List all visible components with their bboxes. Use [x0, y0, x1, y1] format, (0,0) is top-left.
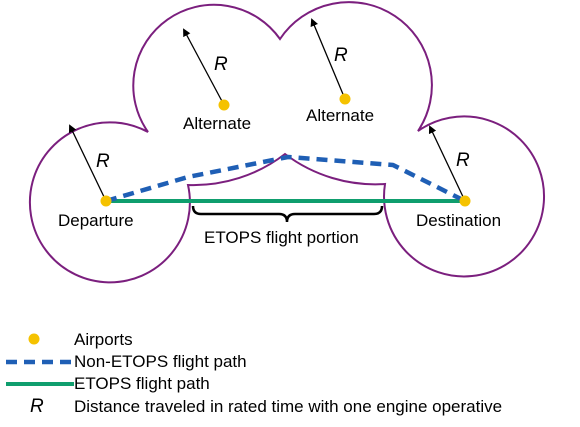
alternate-1-label: Alternate	[183, 114, 251, 133]
radius-label-alternate-2: R	[334, 45, 348, 66]
legend-non-etops-label: Non-ETOPS flight path	[74, 352, 247, 371]
non-etops-flight-path	[105, 154, 467, 204]
legend-airport-icon	[28, 333, 40, 345]
legend-airports-label: Airports	[74, 330, 133, 349]
destination-airport-dot	[459, 195, 471, 207]
radius-line-alternate-1	[183, 28, 225, 106]
destination-label: Destination	[416, 211, 501, 230]
legend: Airports Non-ETOPS flight path ETOPS fli…	[6, 330, 502, 417]
legend-radius-symbol: R	[30, 396, 44, 417]
legend-radius-label: Distance traveled in rated time with one…	[74, 397, 502, 416]
departure-airport-dot	[100, 195, 112, 207]
radius-line-departure	[68, 124, 107, 202]
radius-label-departure: R	[96, 151, 110, 172]
departure-label: Departure	[58, 211, 134, 230]
radius-line-destination	[428, 125, 466, 202]
range-boundary	[28, 1, 545, 284]
radius-label-alternate-1: R	[214, 54, 228, 75]
alternate-1-airport-dot	[218, 99, 230, 111]
etops-portion-brace	[191, 205, 384, 223]
etops-portion-label: ETOPS flight portion	[204, 228, 359, 247]
radius-label-destination: R	[456, 150, 470, 171]
legend-etops-label: ETOPS flight path	[74, 374, 210, 393]
alternate-2-label: Alternate	[306, 106, 374, 125]
alternate-2-airport-dot	[339, 93, 351, 105]
radius-line-alternate-2	[310, 18, 346, 100]
